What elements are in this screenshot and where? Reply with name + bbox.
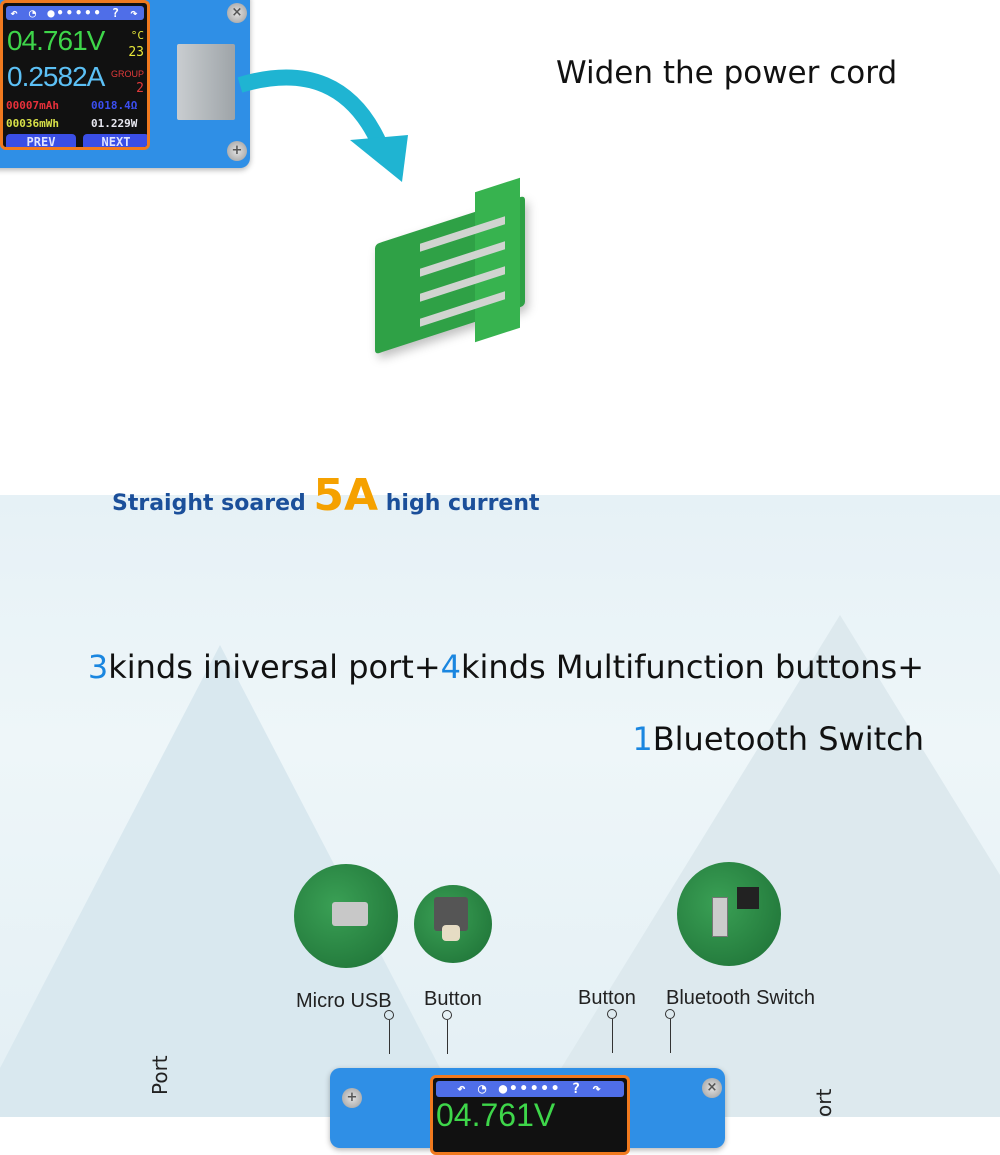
prev-button[interactable]: PREV [6, 134, 76, 147]
features-background [0, 495, 1000, 1117]
current-reading: 0.2582A [7, 61, 105, 92]
callout-pin [607, 1009, 617, 1019]
micro-usb-photo [294, 864, 398, 968]
callout-pin [384, 1010, 394, 1020]
callout-line [447, 1020, 448, 1054]
usb-a-port [177, 44, 235, 120]
usb-connector-image [375, 175, 575, 355]
bluetooth-switch-photo [677, 862, 781, 966]
meter-screen: ↶ ◔ ●••••• ? ↷ 04.761V [430, 1075, 630, 1155]
port-label-left: Port [148, 1055, 172, 1095]
button-label-left: Button [424, 988, 482, 1010]
feature-text: kinds iniversal port+ [108, 648, 441, 686]
usb-meter-device-bottom: + × ↶ ◔ ●••••• ? ↷ 04.761V [330, 1068, 725, 1155]
feature-count: 3 [87, 648, 109, 686]
feature-text: kinds Multifunction buttons+ [461, 648, 924, 686]
slogan-highlight: 5A [313, 470, 379, 521]
callout-line [612, 1019, 613, 1053]
feature-text: Bluetooth Switch [652, 720, 924, 758]
port-label-right: ort [812, 1088, 836, 1117]
energy-reading: 00036mWh [6, 117, 59, 130]
callout-pin [665, 1009, 675, 1019]
button-photo [414, 885, 492, 963]
callout-line [389, 1020, 390, 1054]
temp-unit: °C [130, 29, 144, 42]
slogan-before: Straight soared [112, 491, 314, 516]
group-value: 2 [136, 81, 144, 96]
next-button[interactable]: NEXT [83, 134, 147, 147]
meter-topbar: ↶ ◔ ●••••• ? ↷ [436, 1081, 624, 1097]
screw-icon: × [702, 1078, 722, 1098]
power-reading: 01.229W [91, 117, 138, 130]
screw-icon: × [227, 3, 247, 23]
features-line-2: 1Bluetooth Switch [632, 720, 924, 758]
features-line-1: 3kinds iniversal port+4kinds Multifuncti… [88, 648, 924, 686]
capacity-reading: 00007mAh [6, 99, 59, 112]
voltage-reading: 04.761V [7, 25, 105, 56]
curved-arrow-icon [237, 69, 408, 182]
callout-pin [442, 1010, 452, 1020]
voltage-reading: 04.761V [436, 1097, 556, 1133]
screw-icon: + [227, 141, 247, 161]
usb-meter-device: ↶ ◔ ●••••• ? ↷ 04.761V °C 23 0.2582A GRO… [0, 0, 250, 168]
meter-topbar: ↶ ◔ ●••••• ? ↷ [6, 6, 144, 20]
bluetooth-switch-label: Bluetooth Switch [666, 987, 815, 1009]
widen-heading: Widen the power cord [556, 55, 898, 91]
group-label: GROUP [110, 69, 144, 79]
feature-count: 4 [440, 648, 461, 686]
meter-screen: ↶ ◔ ●••••• ? ↷ 04.761V °C 23 0.2582A GRO… [0, 0, 150, 150]
resistance-reading: 0018.4Ω [91, 99, 138, 112]
button-label-right: Button [578, 987, 636, 1009]
screw-icon: + [342, 1088, 362, 1108]
slogan-after: high current [378, 491, 540, 516]
micro-usb-label: Micro USB [296, 990, 392, 1012]
slogan: Straight soared 5A high current [112, 470, 540, 521]
callout-line [670, 1019, 671, 1053]
feature-count: 1 [632, 720, 653, 758]
temp-value: 23 [128, 45, 144, 60]
